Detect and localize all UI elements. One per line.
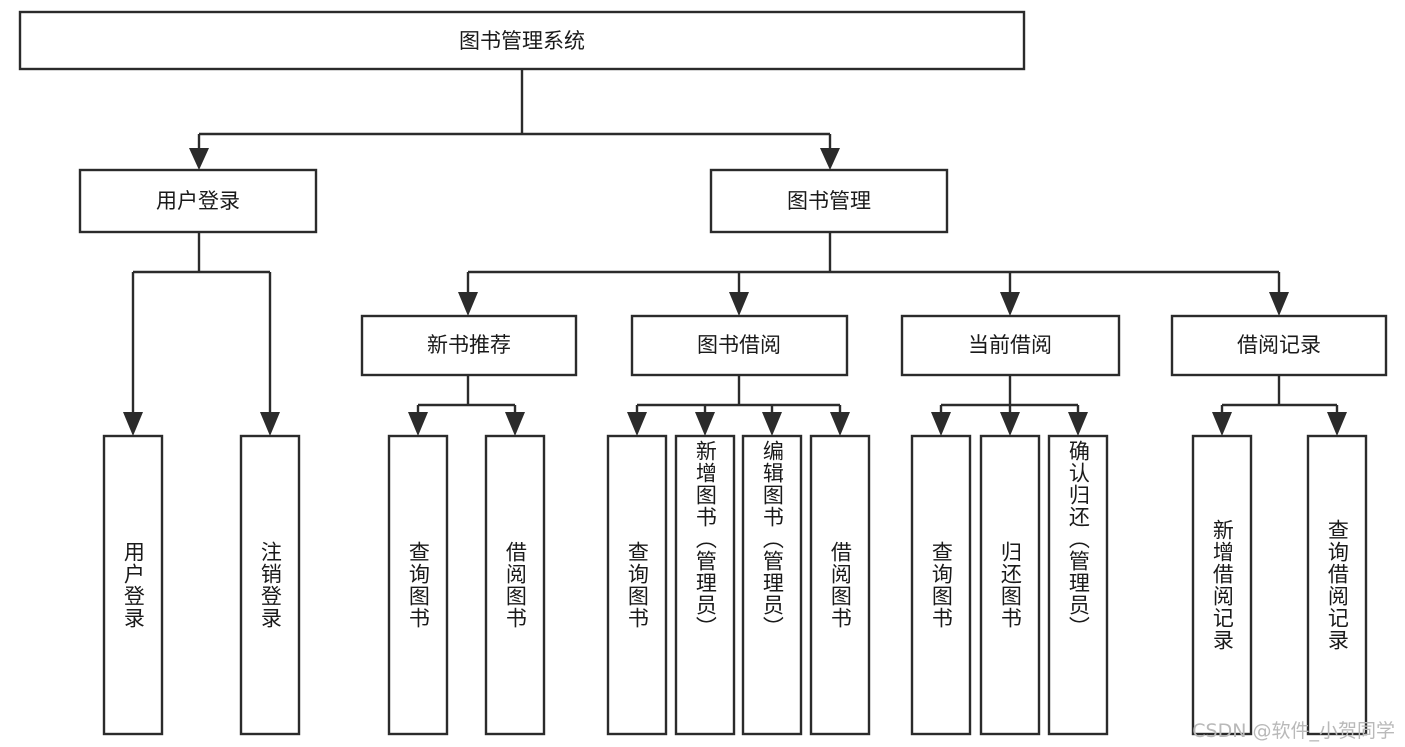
arrowhead-borrowrecord-leaf-1 (1212, 412, 1232, 436)
node-book-management[interactable]: 图书管理 (709, 168, 949, 234)
arrowhead-to-new-book (458, 292, 478, 316)
leaf-box-currentborrow-1[interactable] (910, 434, 972, 736)
arrowhead-currentborrow-leaf-2 (1000, 412, 1020, 436)
node-root-book-management-system[interactable]: 图书管理系统 (18, 10, 1026, 71)
leaf-box-borrowrecord-2[interactable] (1306, 434, 1368, 736)
arrowhead-to-borrow-record (1269, 292, 1289, 316)
leaf-box-bookborrow-3[interactable] (741, 434, 803, 736)
leaf-box-bookborrow-2[interactable] (674, 434, 736, 736)
node-layer: 图书管理系统 用户登录 图书管理 新书推荐 图书借阅 当前 (18, 10, 1388, 736)
csdn-watermark: CSDN @软件_小贺同学 (1192, 720, 1395, 742)
node-new-book-recommend[interactable]: 新书推荐 (360, 314, 578, 377)
leaf-box-user-login-2[interactable] (239, 434, 301, 736)
connector-layer (123, 69, 1347, 436)
leaf-box-newbook-2[interactable] (484, 434, 546, 736)
arrowhead-to-user-login (189, 148, 209, 170)
leaf-box-bookborrow-1[interactable] (606, 434, 668, 736)
node-current-borrow-label: 当前借阅 (968, 333, 1052, 357)
arrowhead-currentborrow-leaf-3 (1068, 412, 1088, 436)
node-borrow-record[interactable]: 借阅记录 (1170, 314, 1388, 377)
node-root-label: 图书管理系统 (459, 29, 585, 53)
arrowhead-userlogin-leaf-1 (123, 412, 143, 436)
arrowhead-bookborrow-leaf-1 (627, 412, 647, 436)
leaf-box-borrowrecord-1[interactable] (1191, 434, 1253, 736)
arrowhead-bookborrow-leaf-3 (762, 412, 782, 436)
node-user-login-label: 用户登录 (156, 189, 240, 213)
arrowhead-userlogin-leaf-2 (260, 412, 280, 436)
node-user-login[interactable]: 用户登录 (78, 168, 318, 234)
leaf-box-currentborrow-3[interactable] (1047, 434, 1109, 736)
leaf-box-newbook-1[interactable] (387, 434, 449, 736)
arrowhead-to-book-manage (820, 148, 840, 170)
node-current-borrow[interactable]: 当前借阅 (900, 314, 1121, 377)
arrowhead-currentborrow-leaf-1 (931, 412, 951, 436)
arrowhead-to-current-borrow (1000, 292, 1020, 316)
arrowhead-borrowrecord-leaf-2 (1327, 412, 1347, 436)
node-new-book-recommend-label: 新书推荐 (427, 333, 511, 357)
node-book-borrow-label: 图书借阅 (697, 333, 781, 357)
leaf-box-user-login-1[interactable] (102, 434, 164, 736)
arrowhead-to-book-borrow (729, 292, 749, 316)
arrowhead-newbook-leaf-1 (408, 412, 428, 436)
leaf-box-currentborrow-2[interactable] (979, 434, 1041, 736)
arrowhead-bookborrow-leaf-2 (695, 412, 715, 436)
node-book-management-label: 图书管理 (787, 189, 871, 213)
arrowhead-newbook-leaf-2 (505, 412, 525, 436)
leaf-box-bookborrow-4[interactable] (809, 434, 871, 736)
node-book-borrow[interactable]: 图书借阅 (630, 314, 849, 377)
arrowhead-bookborrow-leaf-4 (830, 412, 850, 436)
node-borrow-record-label: 借阅记录 (1237, 333, 1321, 357)
